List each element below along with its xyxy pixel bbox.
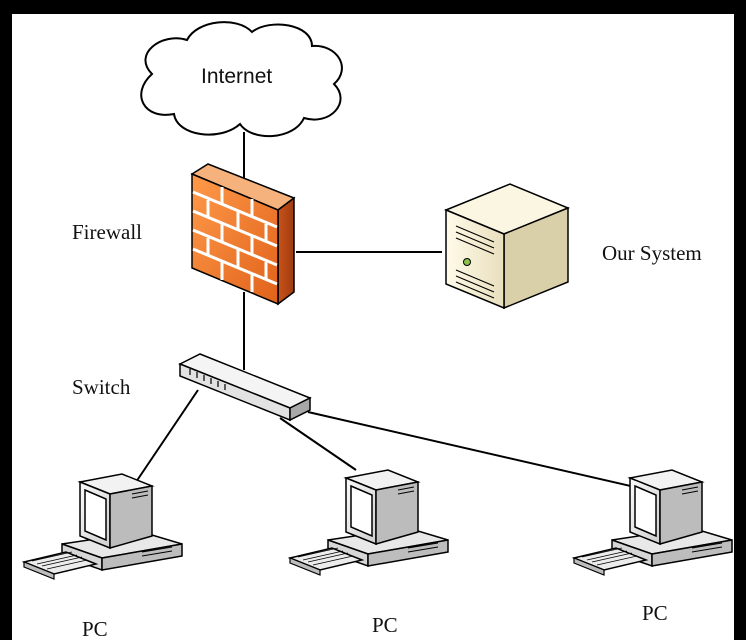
brick-firewall-icon	[190, 163, 296, 306]
server-tower-icon	[444, 183, 570, 310]
desktop-computer-icon	[23, 473, 183, 580]
network-diagram: Internet	[12, 14, 734, 640]
pc-label: PC	[642, 601, 668, 625]
connection-lines	[135, 132, 649, 491]
cloud-icon	[140, 21, 343, 137]
our-system-label: Our System	[602, 241, 702, 265]
switch-pc1-link	[135, 389, 199, 483]
pc-label: PC	[372, 613, 398, 637]
pc-label: PC	[82, 617, 108, 640]
switch-pc3-link	[307, 411, 649, 491]
switch-pc2-link	[279, 417, 357, 471]
desktop-computer-icon	[289, 469, 449, 576]
firewall-label: Firewall	[72, 220, 142, 244]
switch-label: Switch	[72, 375, 131, 399]
network-switch-icon	[178, 353, 312, 422]
internet-label: Internet	[201, 65, 272, 88]
desktop-computer-icon	[573, 469, 733, 576]
diagram-svg: Internet	[23, 21, 733, 640]
